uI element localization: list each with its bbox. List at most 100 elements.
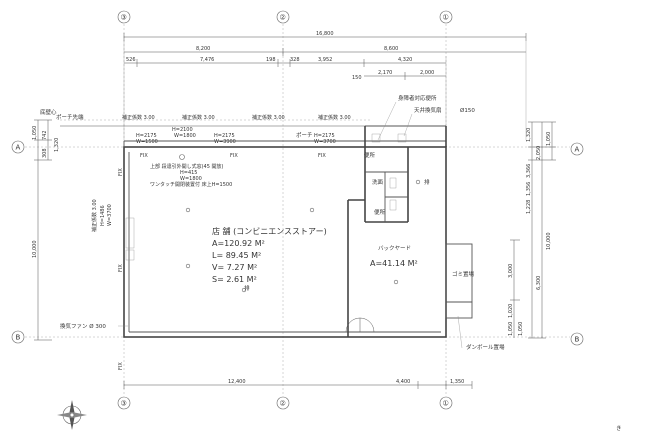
pane2-h: H=2100 bbox=[172, 127, 193, 133]
dim-right-b: 2,050 bbox=[536, 146, 542, 160]
dim-right-g: 10,000 bbox=[546, 233, 552, 251]
light-fixture-icon bbox=[179, 154, 185, 160]
store-area: A=120.92 M² bbox=[212, 239, 265, 248]
dim-total-top: 16,800 bbox=[316, 31, 334, 37]
eave-label: 底壁心 bbox=[40, 108, 57, 116]
toilet1-label: 便所 bbox=[364, 151, 376, 159]
insul-label-3: 補正係数 3.00 bbox=[252, 114, 285, 121]
dim-sub-9: 2,000 bbox=[420, 70, 434, 76]
porch-annotations: 底壁心 ポーチ先端 補正係数 3.00 補正係数 3.00 補正係数 3.00 … bbox=[40, 108, 370, 139]
right-dimensions: 1,320 2,050 1,050 3,366 1,356 1,228 10,0… bbox=[508, 121, 556, 339]
grid-label-a-right: A bbox=[575, 146, 580, 154]
pane3-h: H=2175 bbox=[214, 133, 235, 139]
pane1-w: W=1500 bbox=[136, 139, 158, 145]
pane3-w: W=3900 bbox=[214, 139, 236, 145]
bottom-dimensions: 12,400 4,400 1,350 bbox=[123, 379, 473, 389]
dim-sub-5: 3,952 bbox=[318, 57, 332, 63]
side-h: H=1486 bbox=[100, 205, 106, 226]
dim-right-i: 3,000 bbox=[508, 264, 514, 278]
one-touch-note: ワンタッチ開閉装置付 床上H=1500 bbox=[150, 181, 232, 188]
grid-label-2-top: ② bbox=[280, 14, 286, 22]
dim-left-main: 10,000 bbox=[32, 241, 38, 259]
dim-right-d: 3,366 bbox=[526, 164, 532, 178]
fix-2: FIX bbox=[230, 153, 238, 159]
dim-span-a: 8,200 bbox=[196, 46, 210, 52]
pane1-h: H=2175 bbox=[136, 133, 157, 139]
backyard-name: バックヤード bbox=[378, 245, 411, 252]
dim-bottom-mid: 4,400 bbox=[396, 379, 410, 385]
dim-right-h: 6,300 bbox=[536, 276, 542, 290]
top-dimensions: 16,800 8,200 8,600 526 7,476 198 328 3,9… bbox=[123, 31, 527, 140]
side-fix-1: FIX bbox=[118, 168, 124, 176]
dim-right-f: 1,228 bbox=[526, 200, 532, 214]
fixtures bbox=[125, 133, 421, 293]
exhaust-1: 排 bbox=[424, 178, 430, 186]
insul-label-1: 補正係数 3.00 bbox=[122, 114, 155, 121]
dim-sub-2: 7,476 bbox=[200, 57, 214, 63]
dim-bottom-left: 12,400 bbox=[228, 379, 246, 385]
side-fix-2: FIX bbox=[118, 264, 124, 272]
pane4-h: H=2175 bbox=[314, 133, 335, 139]
side-window-note: 補正係数 3.00 H=1486 W=3700 FIX FIX FIX bbox=[91, 168, 124, 370]
grid-label-1-top: ① bbox=[443, 14, 449, 22]
grid-label-b-right: B bbox=[575, 336, 580, 344]
grid-label-b-left: B bbox=[16, 334, 21, 342]
store-l: L= 89.45 M² bbox=[212, 251, 261, 260]
dim-right-c: 1,050 bbox=[546, 132, 552, 146]
ceiling-vent-label: 天井換気扇 bbox=[414, 106, 442, 114]
left-dimensions: 1,050 742 1,320 308 10,000 bbox=[32, 119, 60, 341]
insul-label-2: 補正係数 3.00 bbox=[182, 114, 215, 121]
sash-h: H=415 bbox=[180, 170, 198, 176]
dim-sub-6: 4,320 bbox=[398, 57, 412, 63]
pane2-w: W=1800 bbox=[174, 133, 196, 139]
side-w: W=3700 bbox=[107, 204, 113, 226]
dim-left-d: 308 bbox=[42, 148, 48, 158]
grid-label-2-bottom: ② bbox=[280, 400, 286, 408]
grid-label-3-top: ③ bbox=[121, 14, 127, 22]
grid-label-3-bottom: ③ bbox=[121, 400, 127, 408]
vent-dia-label: Ø150 bbox=[460, 107, 475, 114]
grid-labels-sides: A B A B bbox=[11, 140, 584, 346]
pane4-w: W=3700 bbox=[314, 139, 336, 145]
side-insul: 補正係数 3.00 bbox=[91, 199, 98, 232]
fix-3: FIX bbox=[318, 153, 326, 159]
dim-bottom-right: 1,350 bbox=[450, 379, 464, 385]
backyard-info: バックヤード A=41.14 M² bbox=[370, 245, 418, 268]
porch-label: ポーチ bbox=[296, 132, 313, 139]
washroom-label: 洗面 bbox=[372, 178, 384, 186]
store-s: S= 2.61 M² bbox=[212, 275, 257, 284]
dim-sub-7: 150 bbox=[352, 75, 362, 81]
exhaust-2: 排 bbox=[244, 284, 250, 292]
cardboard-label: ダンボール置場 bbox=[466, 343, 505, 351]
grid-label-1-bottom: ① bbox=[443, 400, 449, 408]
store-name: 店 舗 (コンビニエンスストアー) bbox=[212, 226, 327, 236]
accessible-toilet-label: 身障者対応便所 bbox=[398, 94, 437, 102]
dim-right-l: 1,050 bbox=[508, 322, 514, 336]
dim-right-j: 1,020 bbox=[508, 304, 514, 318]
grid-labels-bottom: ③ ② ① bbox=[117, 396, 453, 410]
compass-icon bbox=[57, 400, 87, 430]
garbage-label: ゴミ置場 bbox=[452, 270, 475, 278]
corner-mark: き bbox=[616, 425, 622, 432]
fan-label: 換気ファン Ø 300 bbox=[60, 322, 106, 330]
backyard-area: A=41.14 M² bbox=[370, 259, 418, 268]
store-v: V= 7.27 M² bbox=[212, 263, 257, 272]
toilet2-label: 便所 bbox=[374, 208, 386, 216]
insul-label-4: 補正係数 3.00 bbox=[318, 114, 351, 121]
dim-left-a: 1,050 bbox=[32, 126, 38, 140]
sash-note: 上部 段違引外開し式窓(45 開放) bbox=[150, 163, 223, 170]
side-fix-3: FIX bbox=[118, 362, 124, 370]
fix-1: FIX bbox=[140, 153, 148, 159]
store-info: 店 舗 (コンビニエンスストアー) A=120.92 M² L= 89.45 M… bbox=[212, 226, 327, 284]
building-walls bbox=[123, 125, 473, 338]
porch-edge-label: ポーチ先端 bbox=[56, 113, 84, 121]
grid-label-a-left: A bbox=[16, 144, 21, 152]
dim-sub-3: 198 bbox=[266, 57, 276, 63]
dim-span-b: 8,600 bbox=[384, 46, 398, 52]
dim-sub-1: 526 bbox=[126, 57, 136, 63]
dim-left-b: 742 bbox=[42, 130, 48, 140]
dim-right-e: 1,356 bbox=[526, 182, 532, 196]
room-labels: 便所 洗面 便所 排 排 ゴミ置場 ダンボール置場 身障者対応便所 天井換気扇 … bbox=[60, 94, 505, 351]
sash-w: W=1800 bbox=[180, 176, 202, 182]
